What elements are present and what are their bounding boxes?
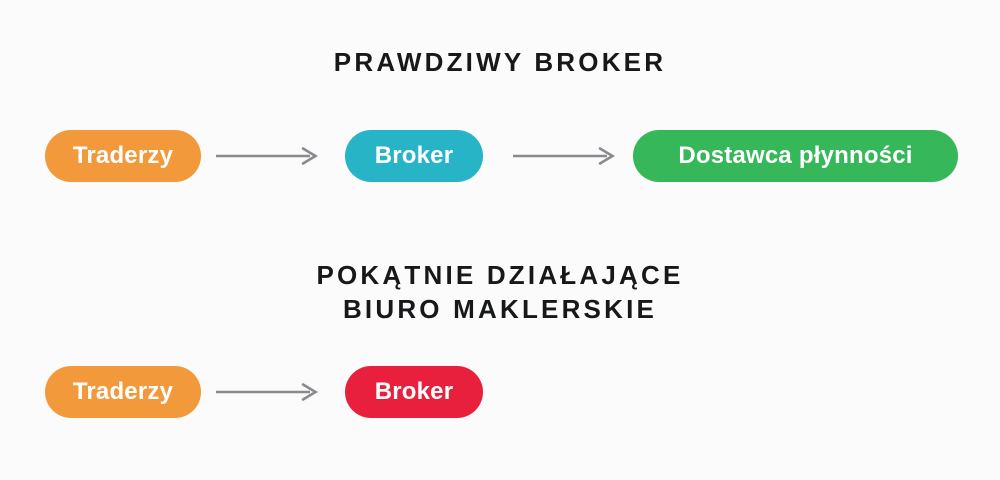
node-label: Broker xyxy=(374,378,454,405)
node-label: Broker xyxy=(374,142,454,169)
node-broker-bad: Broker xyxy=(345,366,483,418)
arrow-right-icon xyxy=(513,147,616,165)
flow-row-real-broker: Traderzy Broker Dostawca płynności xyxy=(0,130,1000,182)
arrow-right-icon xyxy=(216,147,319,165)
connector-arrow-traders-to-broker-bad xyxy=(216,382,320,402)
node-label: Dostawca płynności xyxy=(678,142,913,169)
node-traders-top: Traderzy xyxy=(45,130,201,182)
node-broker-good: Broker xyxy=(345,130,483,182)
connector-arrow-traders-to-broker xyxy=(216,146,320,166)
arrow-right-icon xyxy=(216,383,319,401)
section-title-shady-brokerage: POKĄTNIE DZIAŁAJĄCE BIURO MAKLERSKIE xyxy=(316,260,684,324)
node-label: Traderzy xyxy=(72,142,174,169)
node-label: Traderzy xyxy=(72,378,174,405)
node-liquidity-provider: Dostawca płynności xyxy=(633,130,958,182)
section-title-real-broker: PRAWDZIWY BROKER xyxy=(333,47,667,77)
connector-arrow-broker-to-liquidity xyxy=(513,146,617,166)
flow-row-shady-brokerage: Traderzy Broker xyxy=(0,366,1000,418)
node-traders-bottom: Traderzy xyxy=(45,366,201,418)
